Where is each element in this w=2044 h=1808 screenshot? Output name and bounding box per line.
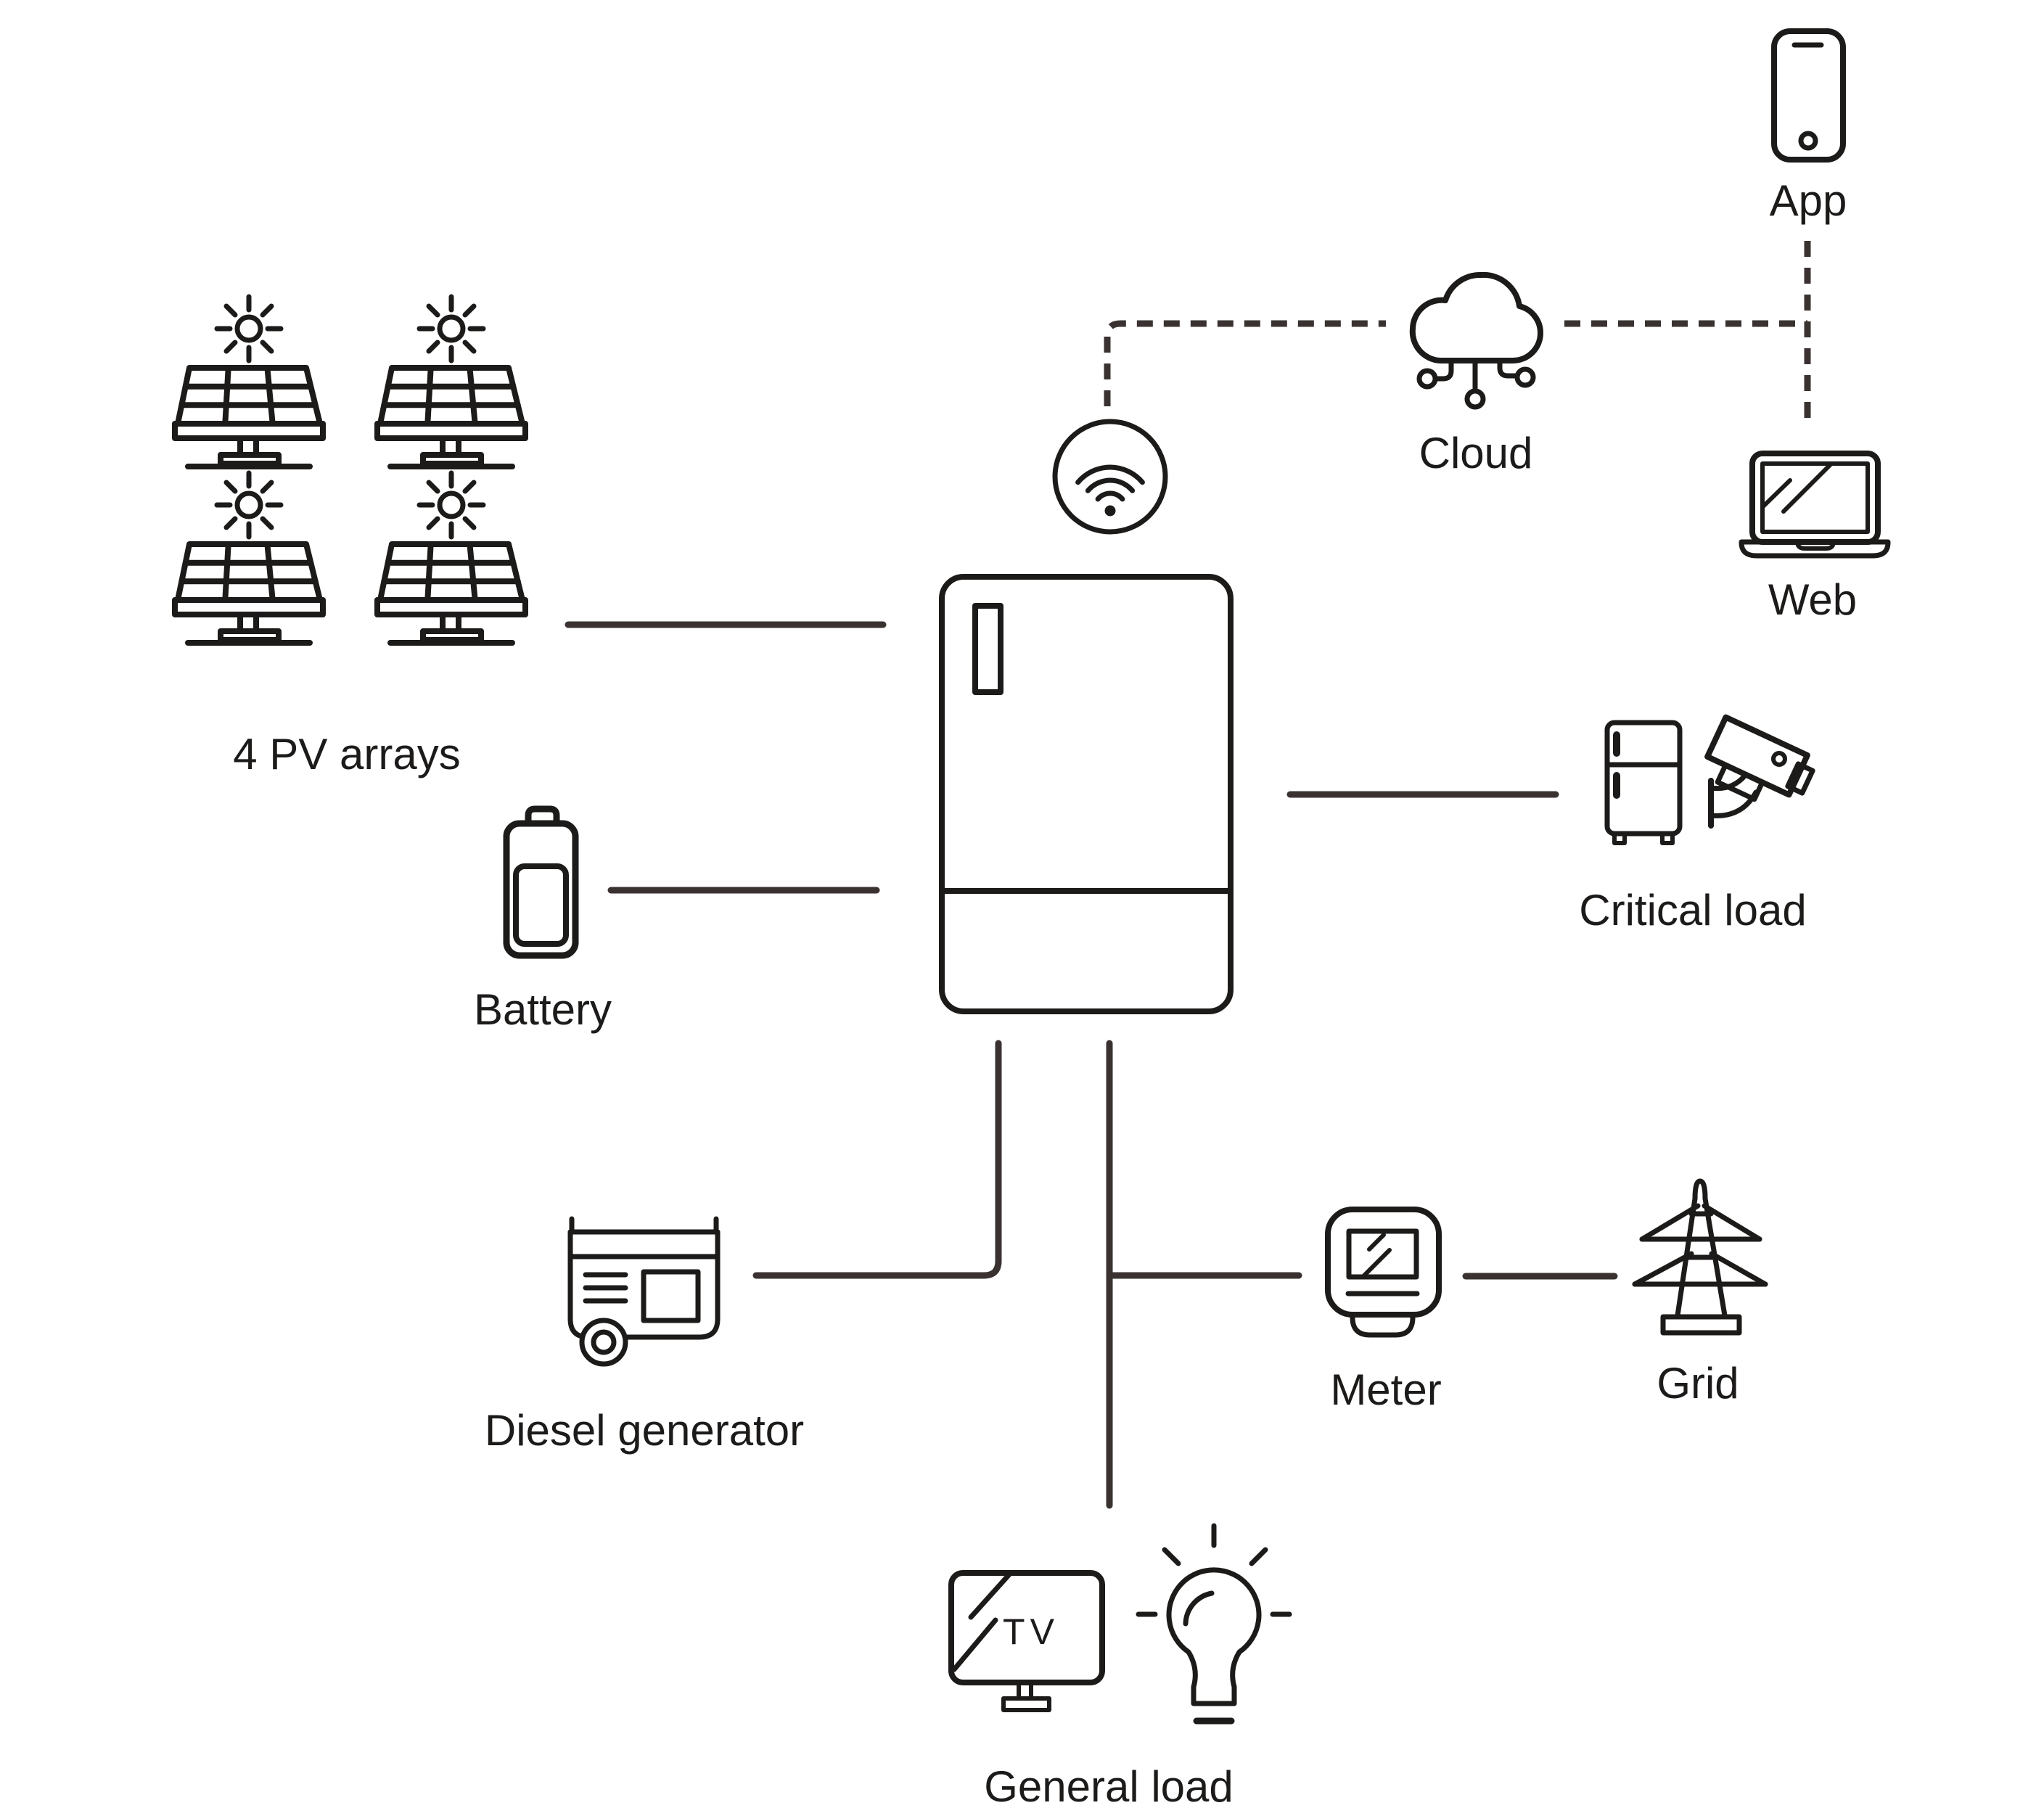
battery-group: Battery [474, 805, 612, 1034]
laptop-icon [1739, 451, 1891, 559]
connector-lines [565, 621, 1618, 1509]
web-label: Web [1768, 575, 1857, 624]
line-inverter-to-diesel-generator [752, 1040, 1002, 1279]
meter-label: Meter [1330, 1365, 1441, 1414]
pv-array-icon [175, 473, 323, 643]
tv-screen-label: TV [1003, 1611, 1059, 1652]
security-camera-icon [1704, 714, 1815, 829]
wifi-icon [1052, 419, 1168, 535]
general-load-label: General load [984, 1762, 1234, 1808]
diesel-generator-label: Diesel generator [485, 1406, 804, 1455]
grid-group: Grid [1632, 1178, 1768, 1408]
pv-array-icon [377, 297, 525, 467]
transmission-tower-icon [1632, 1178, 1768, 1336]
critical-load-group: Critical load [1579, 714, 1815, 934]
cloud-icon [1409, 271, 1544, 410]
meter-icon [1325, 1207, 1442, 1338]
web-group: Web [1739, 451, 1891, 624]
general-load-group: TV General load [948, 1523, 1292, 1808]
fridge-icon [1604, 720, 1683, 845]
pv-array-icon [377, 473, 525, 643]
grid-label: Grid [1657, 1359, 1739, 1408]
battery-icon [503, 805, 579, 959]
app-label: App [1770, 176, 1847, 225]
cloud-label: Cloud [1419, 429, 1533, 477]
light-bulb-icon [1136, 1523, 1292, 1725]
dashed-communication-lines [1104, 241, 1811, 427]
critical-load-label: Critical load [1579, 886, 1806, 934]
dashed-wifi-to-cloud [1104, 320, 1386, 406]
pv-arrays-group: 4 PV arrays [175, 297, 525, 778]
smartphone-icon [1771, 28, 1846, 163]
generator-icon [567, 1216, 721, 1367]
inverter-icon [939, 574, 1234, 1014]
pv-array-icon [175, 297, 323, 467]
pv-arrays-label: 4 PV arrays [233, 730, 460, 778]
meter-group: Meter [1325, 1207, 1442, 1414]
app-group: App [1770, 28, 1847, 225]
inverter-group [939, 419, 1234, 1014]
diesel-generator-group: Diesel generator [485, 1216, 804, 1455]
tv-icon [948, 1570, 1105, 1712]
cloud-group: Cloud [1409, 271, 1544, 477]
battery-label: Battery [474, 985, 612, 1034]
